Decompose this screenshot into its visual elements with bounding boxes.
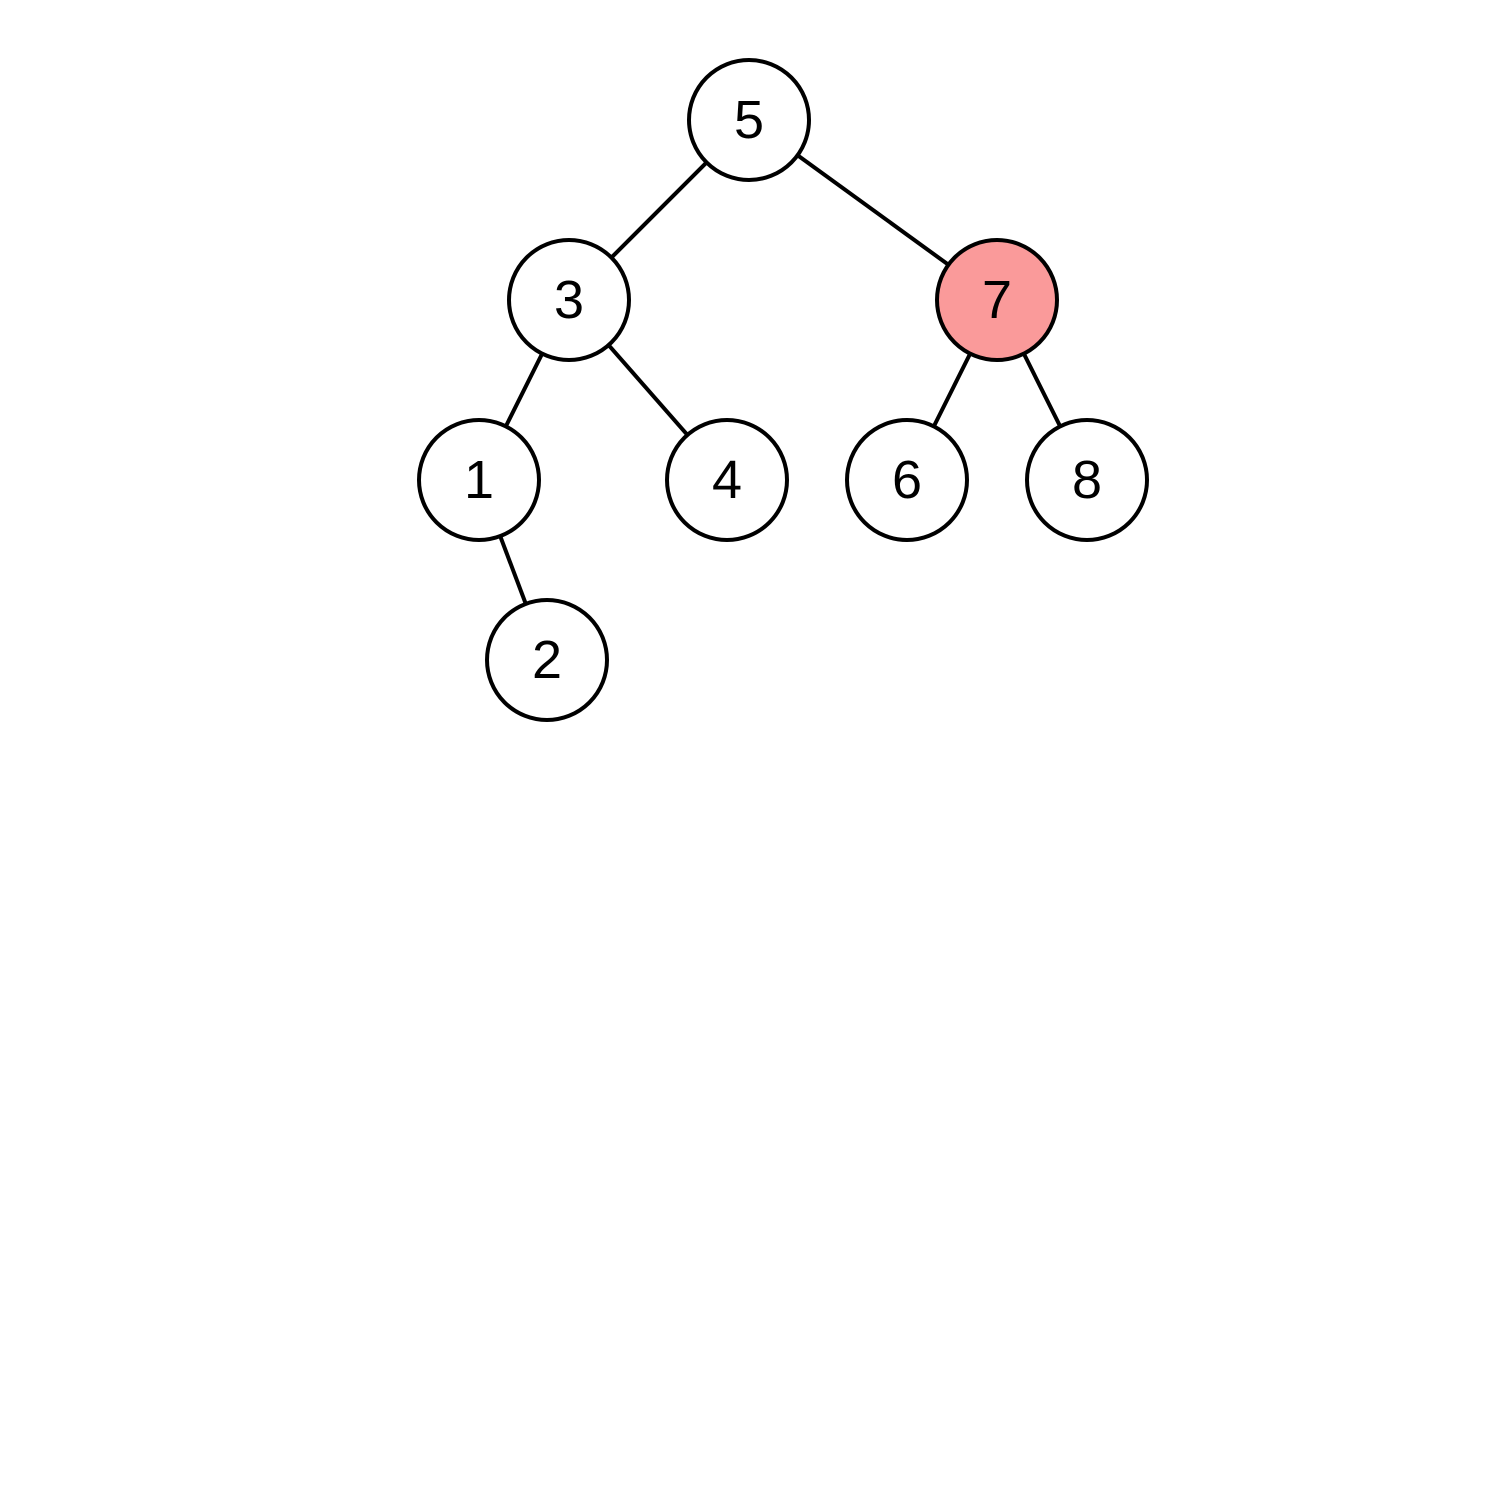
edges-layer xyxy=(498,153,1062,605)
node-circle xyxy=(845,418,969,542)
tree-node-3: 3 xyxy=(507,238,631,362)
edge-1-2 xyxy=(498,535,528,605)
node-label: 1 xyxy=(464,450,494,510)
tree-node-7: 7 xyxy=(935,238,1059,362)
edge-5-7 xyxy=(796,153,950,267)
node-label: 7 xyxy=(982,270,1012,330)
nodes-layer: 5 3 7 1 4 6 8 2 xyxy=(417,58,1149,722)
node-label: 3 xyxy=(554,270,584,330)
tree-node-8: 8 xyxy=(1025,418,1149,542)
edge-7-8 xyxy=(1022,352,1062,428)
node-circle xyxy=(1025,418,1149,542)
node-circle xyxy=(665,418,789,542)
edge-7-6 xyxy=(932,352,972,428)
node-label: 5 xyxy=(734,90,764,150)
tree-node-2: 2 xyxy=(485,598,609,722)
tree-node-6: 6 xyxy=(845,418,969,542)
edge-5-3 xyxy=(610,161,708,259)
node-label: 8 xyxy=(1072,450,1102,510)
edge-3-4 xyxy=(607,343,689,437)
node-label: 2 xyxy=(532,630,562,690)
node-label: 4 xyxy=(712,450,742,510)
edge-3-1 xyxy=(504,352,544,428)
tree-node-1: 1 xyxy=(417,418,541,542)
node-circle xyxy=(507,238,631,362)
node-circle xyxy=(687,58,811,182)
node-circle xyxy=(485,598,609,722)
node-label: 6 xyxy=(892,450,922,510)
highlighted-node-circle xyxy=(935,238,1059,362)
tree-node-5: 5 xyxy=(687,58,811,182)
tree-node-4: 4 xyxy=(665,418,789,542)
node-circle xyxy=(417,418,541,542)
